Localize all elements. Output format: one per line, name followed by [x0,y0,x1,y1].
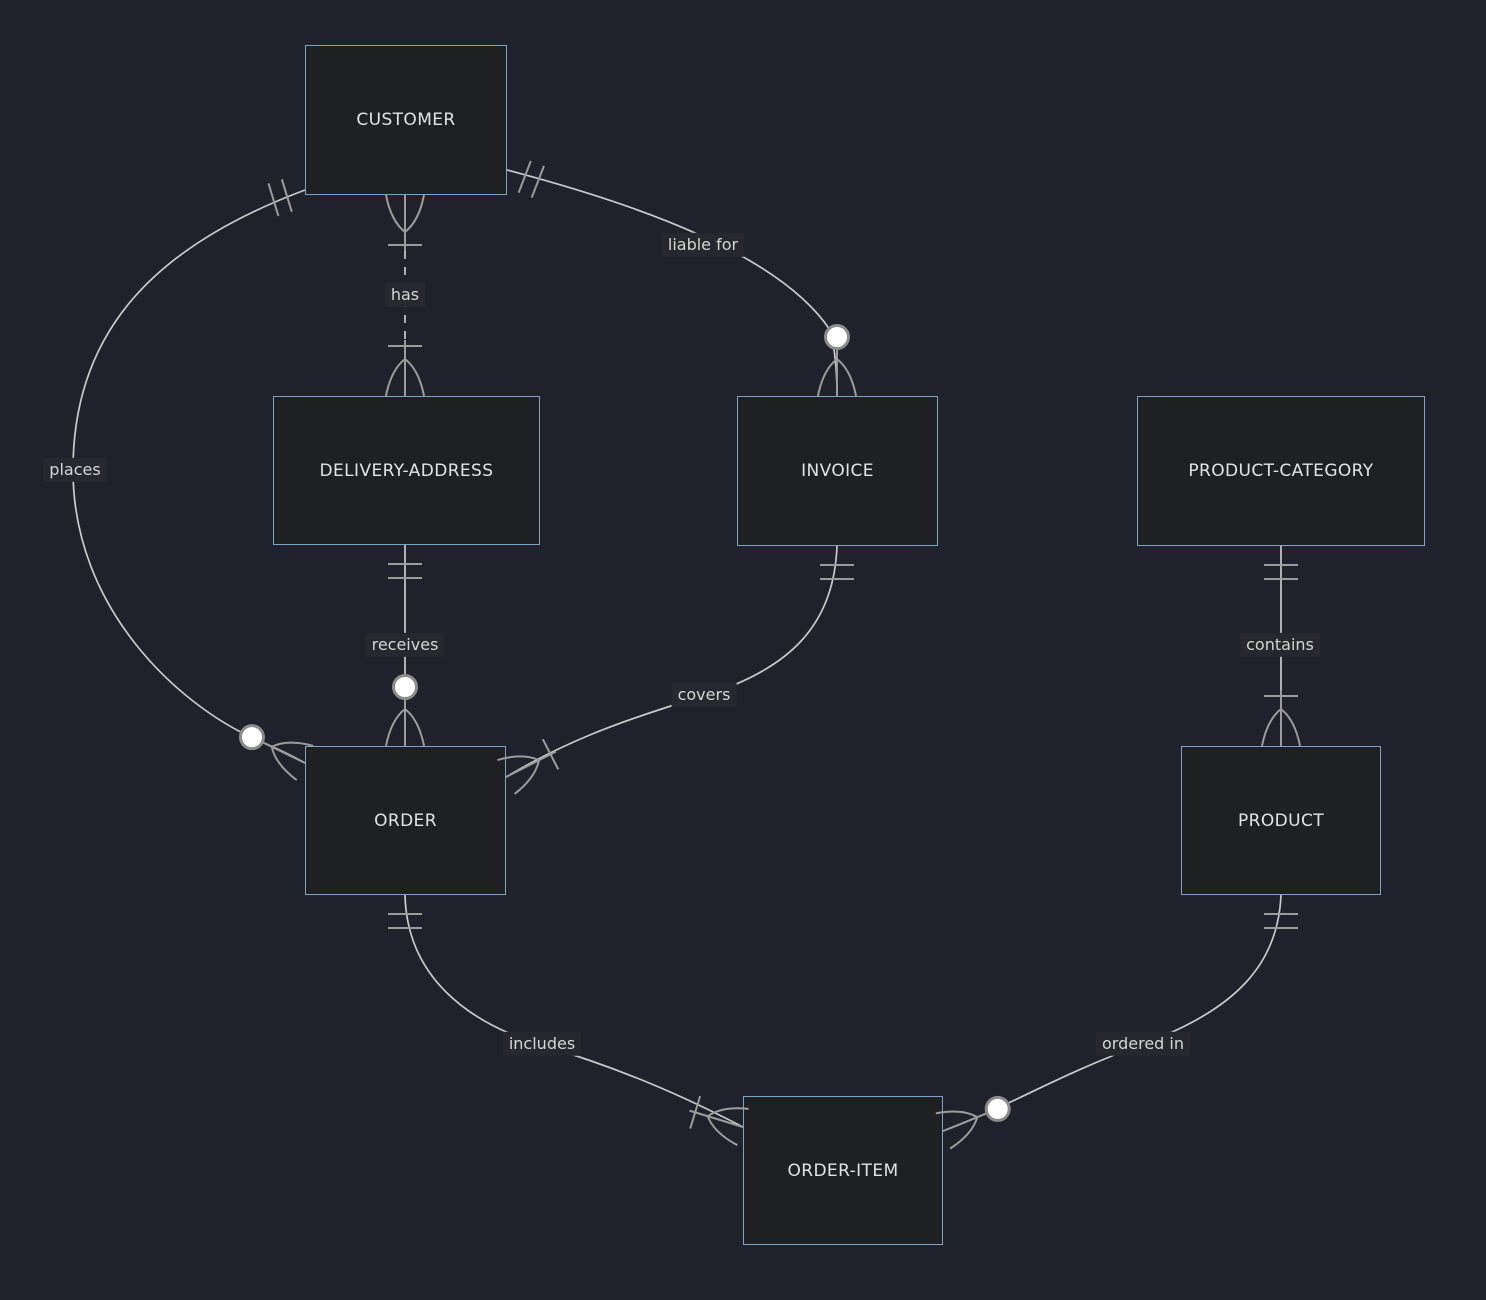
crows-foot-arc [270,746,298,781]
entity-order-item: ORDER-ITEM [743,1096,943,1245]
relationship-ordered-in [935,894,1298,1150]
relationship-label-places: places [43,457,107,483]
zero-cardinality-circle [238,724,265,751]
cardinality-tick [689,1095,702,1129]
crows-foot-arc [385,358,406,397]
cardinality-stem [505,750,557,778]
cardinality-stem [942,1107,999,1132]
relationship-label-has: has [384,282,426,308]
cardinality-tick [517,160,532,194]
cardinality-stem [689,1109,744,1128]
crows-foot-arc [949,1116,979,1150]
cardinality-tick [530,165,545,199]
entity-order: ORDER [305,746,506,895]
relationship-label-includes: includes [502,1031,582,1057]
crows-foot-arc [817,358,838,397]
cardinality-tick [280,179,293,213]
crows-foot-arc [1280,708,1301,747]
crows-foot-arc [706,1115,738,1147]
relationship-label-ordered-in: ordered in [1096,1031,1190,1057]
entity-product: PRODUCT [1181,746,1381,895]
relationship-label-liable-for: liable for [661,232,745,258]
entity-delivery-address: DELIVERY-ADDRESS [273,396,540,545]
zero-cardinality-circle [984,1095,1011,1122]
relationship-includes [388,894,749,1147]
relationship-liable-for [506,160,857,397]
entity-customer: CUSTOMER [305,45,507,195]
entity-invoice: INVOICE [737,396,938,546]
crows-foot-arc [385,194,406,233]
cardinality-tick [267,183,280,217]
crows-foot-arc [1261,708,1282,747]
zero-cardinality-circle [392,674,418,700]
crows-foot-arc [514,759,540,795]
relationship-line [506,169,838,397]
zero-cardinality-circle [824,324,850,350]
crows-foot-arc [404,194,425,233]
crows-foot-arc [385,708,406,747]
crows-foot-arc [836,358,857,397]
relationship-label-receives: receives [365,632,445,658]
cardinality-tick [541,738,560,770]
relationship-line [505,545,838,778]
relationship-line [404,894,744,1128]
crows-foot-arc [404,358,425,397]
relationship-line [942,894,1282,1132]
entity-product-category: PRODUCT-CATEGORY [1137,396,1425,546]
relationship-line [72,189,306,764]
relationship-label-contains: contains [1240,632,1320,658]
crows-foot-arc [404,708,425,747]
cardinality-stem [251,736,306,764]
relationship-covers [497,545,854,795]
relationship-label-covers: covers [671,682,737,708]
